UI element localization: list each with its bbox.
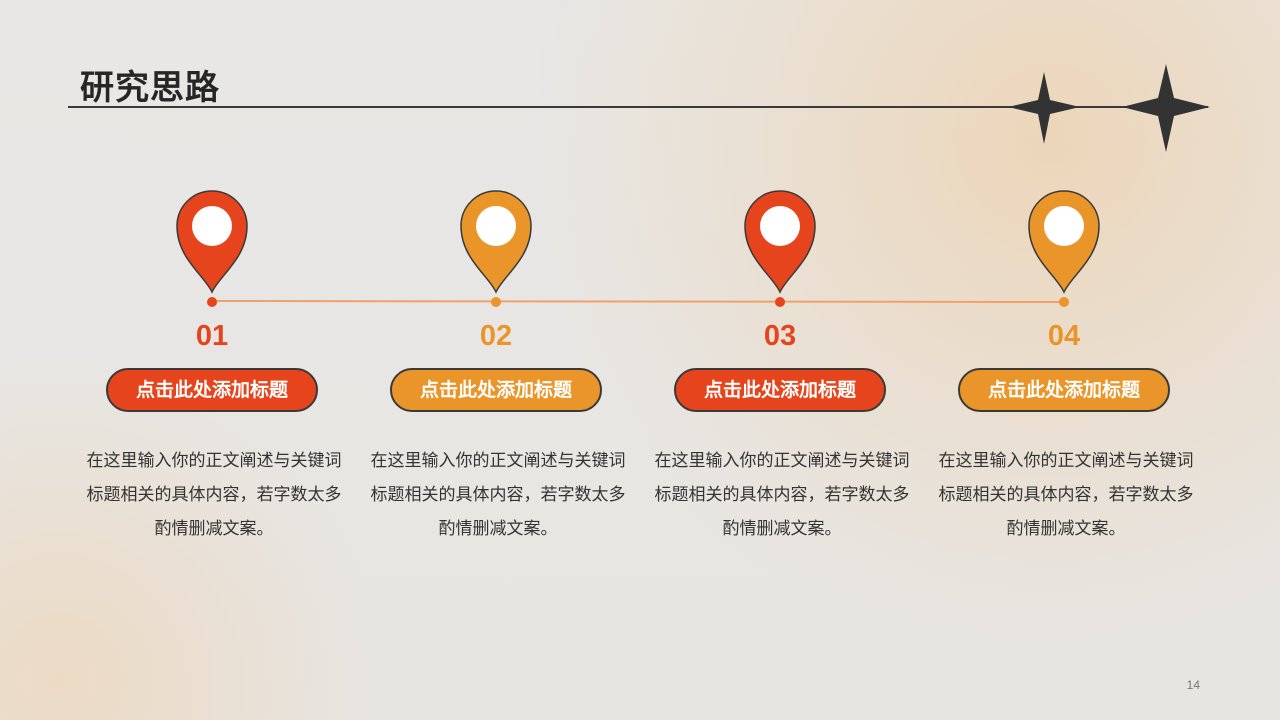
map-pin-center (476, 206, 516, 246)
map-pin-center (192, 206, 232, 246)
step-number: 03 (763, 320, 797, 352)
timeline-line (211, 300, 1066, 303)
map-pin-center (760, 206, 800, 246)
title-divider (68, 106, 1208, 108)
step-description: 在这里输入你的正文阐述与关键词标题相关的具体内容，若字数太多酌情删减文案。 (370, 451, 626, 539)
page-number: 14 (1186, 678, 1200, 692)
step-description: 在这里输入你的正文阐述与关键词标题相关的具体内容，若字数太多酌情删减文案。 (654, 451, 910, 539)
timeline-dot (1059, 297, 1069, 307)
sparkle-stars-icon (1008, 64, 1210, 152)
map-pin-center (1044, 206, 1084, 246)
step-description: 在这里输入你的正文阐述与关键词标题相关的具体内容，若字数太多酌情删减文案。 (86, 451, 342, 539)
step-number: 04 (1047, 320, 1081, 352)
timeline-dot (775, 297, 785, 307)
timeline-dot (207, 297, 217, 307)
step-number: 01 (195, 320, 229, 352)
step-number: 02 (479, 320, 513, 352)
step-title-button[interactable]: 点击此处添加标题 (958, 368, 1170, 412)
step-title-button[interactable]: 点击此处添加标题 (390, 368, 602, 412)
timeline-dot (491, 297, 501, 307)
step-title-button[interactable]: 点击此处添加标题 (106, 368, 318, 412)
page-title: 研究思路 (80, 68, 220, 108)
step-title-button[interactable]: 点击此处添加标题 (674, 368, 886, 412)
step-description: 在这里输入你的正文阐述与关键词标题相关的具体内容，若字数太多酌情删减文案。 (938, 451, 1194, 539)
